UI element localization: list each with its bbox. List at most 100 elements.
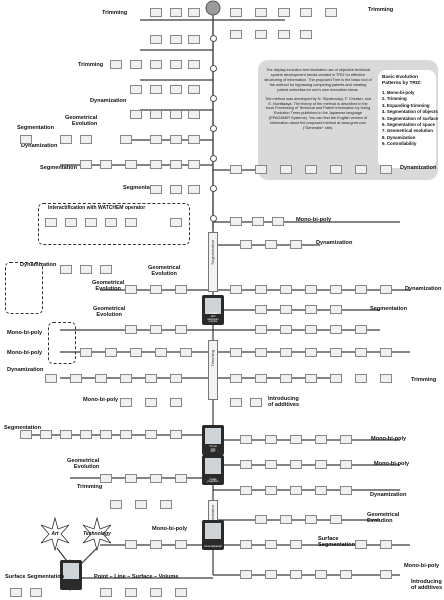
product-thumbnail (150, 35, 162, 44)
product-thumbnail (188, 60, 200, 69)
product-thumbnail (150, 285, 162, 294)
product-thumbnail (305, 165, 317, 174)
label-trimming: Trimming (77, 484, 103, 490)
label-point-line-surface-volume: Point – Line – Surface – Volume (94, 574, 179, 580)
product-thumbnail (355, 165, 367, 174)
spine-node (210, 155, 217, 162)
product-thumbnail (265, 486, 277, 495)
label-dynamization: Dynamization (20, 262, 57, 268)
product-thumbnail (330, 305, 342, 314)
product-thumbnail (45, 374, 57, 383)
product-thumbnail (175, 540, 187, 549)
product-thumbnail (305, 325, 317, 334)
product-thumbnail (290, 540, 302, 549)
spine-label-trimming: Trimming (210, 350, 215, 367)
product-thumbnail (125, 540, 137, 549)
label-mono-bi-poly: Mono-bi-poly (7, 350, 43, 356)
pattern-item: 4. Segmentation of objects (382, 109, 438, 115)
product-thumbnail (170, 185, 182, 194)
product-thumbnail (170, 35, 182, 44)
product-thumbnail (355, 540, 367, 549)
product-thumbnail (290, 435, 302, 444)
product-thumbnail (305, 305, 317, 314)
product-thumbnail (255, 325, 267, 334)
product-thumbnail (170, 430, 182, 439)
hub-tv-set: TV set with electronic monitor (202, 295, 224, 325)
product-thumbnail (355, 325, 367, 334)
product-thumbnail (150, 135, 162, 144)
product-thumbnail (85, 218, 97, 227)
product-thumbnail (290, 570, 302, 579)
product-thumbnail (125, 218, 137, 227)
product-thumbnail (240, 540, 252, 549)
label-dynamization: Dynamization (405, 286, 442, 292)
label-mono-bi-poly: Mono-bi-poly (404, 563, 440, 569)
hub-image (205, 458, 221, 474)
product-thumbnail (150, 8, 162, 17)
product-thumbnail (125, 588, 137, 597)
product-thumbnail (80, 135, 92, 144)
product-thumbnail (255, 30, 267, 39)
product-thumbnail (60, 430, 72, 439)
label-dynamization: Dynamization (316, 240, 353, 246)
hub-label: Cinematograph (204, 545, 222, 549)
product-thumbnail (105, 218, 117, 227)
hub-image (205, 428, 221, 444)
product-thumbnail (170, 60, 182, 69)
label-introducing-additives: Introducing of additives (268, 396, 300, 408)
product-thumbnail (120, 398, 132, 407)
product-thumbnail (188, 185, 200, 194)
product-thumbnail (130, 348, 142, 357)
product-thumbnail (105, 348, 117, 357)
label-surface-segmentation: Surface Segmentation (5, 574, 65, 580)
pattern-item: 3. Expanding-trimming (382, 102, 430, 108)
product-thumbnail (278, 30, 290, 39)
label-segmentation: Segmentation (123, 185, 160, 191)
product-thumbnail (265, 540, 277, 549)
product-thumbnail (175, 588, 187, 597)
product-thumbnail (265, 240, 277, 249)
label-trimming: Trimming (411, 377, 437, 383)
product-thumbnail (130, 60, 142, 69)
product-thumbnail (170, 8, 182, 17)
product-thumbnail (325, 8, 337, 17)
label-geometrical-evolution: Geometrical Evolution (93, 306, 126, 318)
product-thumbnail (100, 474, 112, 483)
product-thumbnail (240, 240, 252, 249)
spine-label-segmentation: Segmentation (210, 240, 215, 265)
product-thumbnail (300, 30, 312, 39)
hub-cinematograph: Cinematograph (202, 520, 224, 550)
product-thumbnail (65, 218, 77, 227)
product-thumbnail (330, 348, 342, 357)
spine-node (210, 215, 217, 222)
product-thumbnail (255, 165, 267, 174)
product-thumbnail (120, 430, 132, 439)
product-thumbnail (265, 570, 277, 579)
product-thumbnail (150, 325, 162, 334)
product-thumbnail (272, 217, 284, 226)
label-trimming: Trimming (368, 7, 394, 13)
product-thumbnail (160, 500, 172, 509)
dynamization-group (5, 262, 43, 314)
product-thumbnail (315, 570, 327, 579)
label-interactification: Interactification with WATCHEM operator (48, 205, 146, 211)
product-thumbnail (250, 398, 262, 407)
product-thumbnail (20, 135, 32, 144)
label-geometrical-evolution: Geometrical Evolution (367, 512, 400, 524)
product-thumbnail (255, 305, 267, 314)
product-thumbnail (155, 348, 167, 357)
label-mono-bi-poly: Mono-bi-poly (371, 436, 407, 442)
product-thumbnail (188, 110, 200, 119)
product-thumbnail (280, 515, 292, 524)
pattern-item: 1. Mono-bi-poly (382, 90, 415, 96)
product-thumbnail (315, 435, 327, 444)
product-thumbnail (265, 460, 277, 469)
product-thumbnail (40, 430, 52, 439)
product-thumbnail (175, 325, 187, 334)
interactification-group (38, 203, 190, 245)
pattern-item: 2. Trimming (382, 96, 407, 102)
label-trimming: Trimming (102, 10, 128, 16)
product-thumbnail (45, 218, 57, 227)
product-thumbnail (95, 374, 107, 383)
